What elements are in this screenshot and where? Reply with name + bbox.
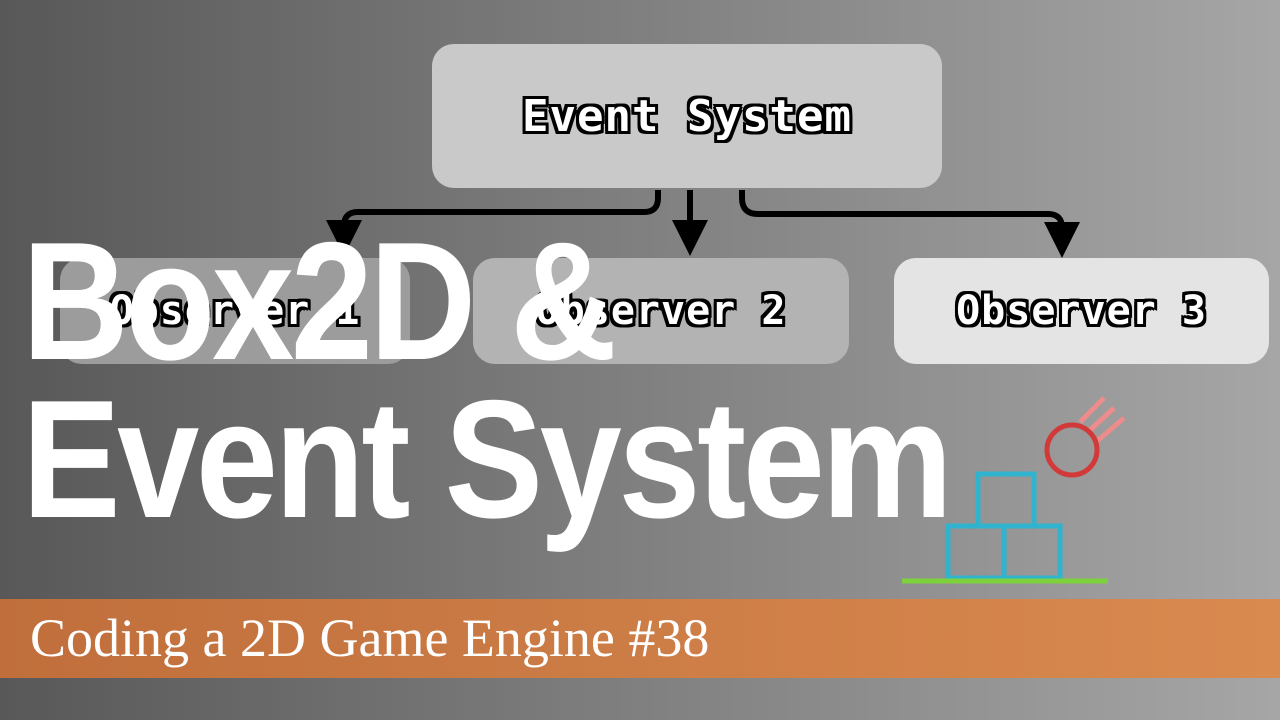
ball-icon — [1044, 422, 1100, 478]
node-label: Observer 3 — [956, 288, 1207, 334]
diagram-node-observer-3: Observer 3 — [894, 258, 1269, 364]
box-icon-bottom-left — [945, 523, 1007, 581]
diagram-node-observer-2: Observer 2 — [473, 258, 849, 364]
headline-title: Box2D & Event System — [22, 207, 953, 553]
diagram-node-observer-1: Observer 1 — [60, 258, 410, 364]
ball-motion-streak — [1086, 406, 1116, 434]
physics-logo-icon — [902, 396, 1126, 584]
box-icon-bottom-right — [1001, 523, 1063, 581]
banner-text: Coding a 2D Game Engine #38 — [30, 608, 710, 668]
node-label: Observer 2 — [535, 288, 787, 334]
ball-motion-streak — [1094, 416, 1126, 444]
headline-line-1: Box2D & — [22, 207, 617, 395]
ball-motion-streak — [1078, 396, 1106, 424]
series-banner: Coding a 2D Game Engine #38 — [0, 599, 1280, 678]
edge-root-to-observer-1 — [326, 190, 661, 256]
node-label: Observer 1 — [109, 288, 361, 334]
headline-line-2: Event System — [22, 365, 953, 553]
edge-root-to-observer-3 — [739, 190, 1080, 258]
box-icon-top — [975, 471, 1037, 529]
diagram-node-event-system: Event System — [432, 44, 942, 188]
node-label: Event System — [522, 90, 852, 142]
